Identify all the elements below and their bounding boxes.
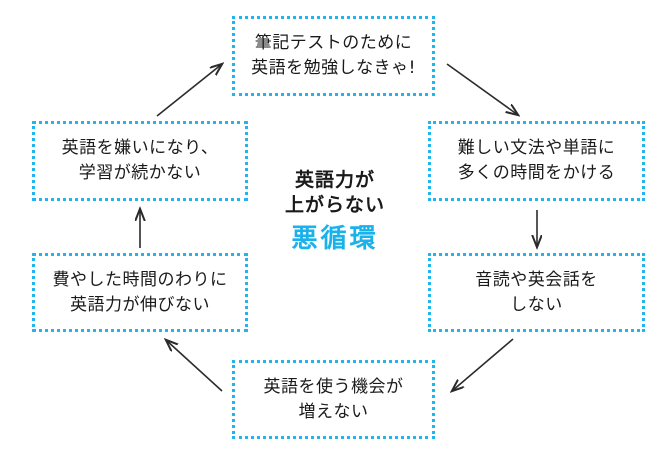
node-bottom-line-2: 増えない bbox=[298, 401, 369, 422]
node-right-upper-line-2: 多くの時間をかける bbox=[457, 163, 616, 183]
node-box-right-upper[interactable]: 難しい文法や単語に 多くの時間をかける bbox=[428, 121, 645, 201]
center-caption: 英語力が 上がらない 悪循環 bbox=[255, 168, 415, 257]
node-left-upper-line-2: 学習が続かない bbox=[78, 163, 202, 183]
arrow-right-lower-to-bottom bbox=[452, 338, 514, 391]
arrow-top-to-right-upper bbox=[446, 63, 518, 115]
node-right-lower-line-2: しない bbox=[510, 294, 563, 315]
node-box-bottom[interactable]: 英語を使う機会が 増えない bbox=[232, 360, 435, 439]
node-left-upper-line-1: 英語を嫌いになり、 bbox=[61, 138, 219, 159]
node-top-line-1: 筆記テストのために bbox=[254, 33, 413, 54]
node-left-lower-line-1: 費やした時間のわりに bbox=[52, 269, 228, 290]
node-left-lower-line-2: 英語力が伸びない bbox=[70, 294, 210, 315]
node-box-left-lower[interactable]: 費やした時間のわりに 英語力が伸びない bbox=[32, 253, 248, 332]
node-box-left-upper[interactable]: 英語を嫌いになり、 学習が続かない bbox=[32, 121, 248, 201]
node-right-lower-line-1: 音読や英会話を bbox=[475, 269, 598, 290]
center-caption-line-1: 英語力が bbox=[294, 169, 375, 191]
center-caption-highlight: 悪循環 bbox=[291, 224, 379, 255]
arrow-left-upper-to-top bbox=[156, 64, 222, 117]
arrow-bottom-to-left-lower bbox=[166, 340, 223, 392]
center-caption-line-2: 上がらない bbox=[284, 193, 385, 216]
node-box-top[interactable]: 筆記テストのために 英語を勉強しなきゃ! bbox=[232, 16, 435, 96]
node-bottom-line-1: 英語を使う機会が bbox=[263, 376, 404, 397]
node-top-line-2: 英語を勉強しなきゃ! bbox=[251, 58, 416, 78]
node-right-upper-line-1: 難しい文法や単語に bbox=[457, 138, 616, 159]
node-box-right-lower[interactable]: 音読や英会話を しない bbox=[428, 253, 645, 332]
